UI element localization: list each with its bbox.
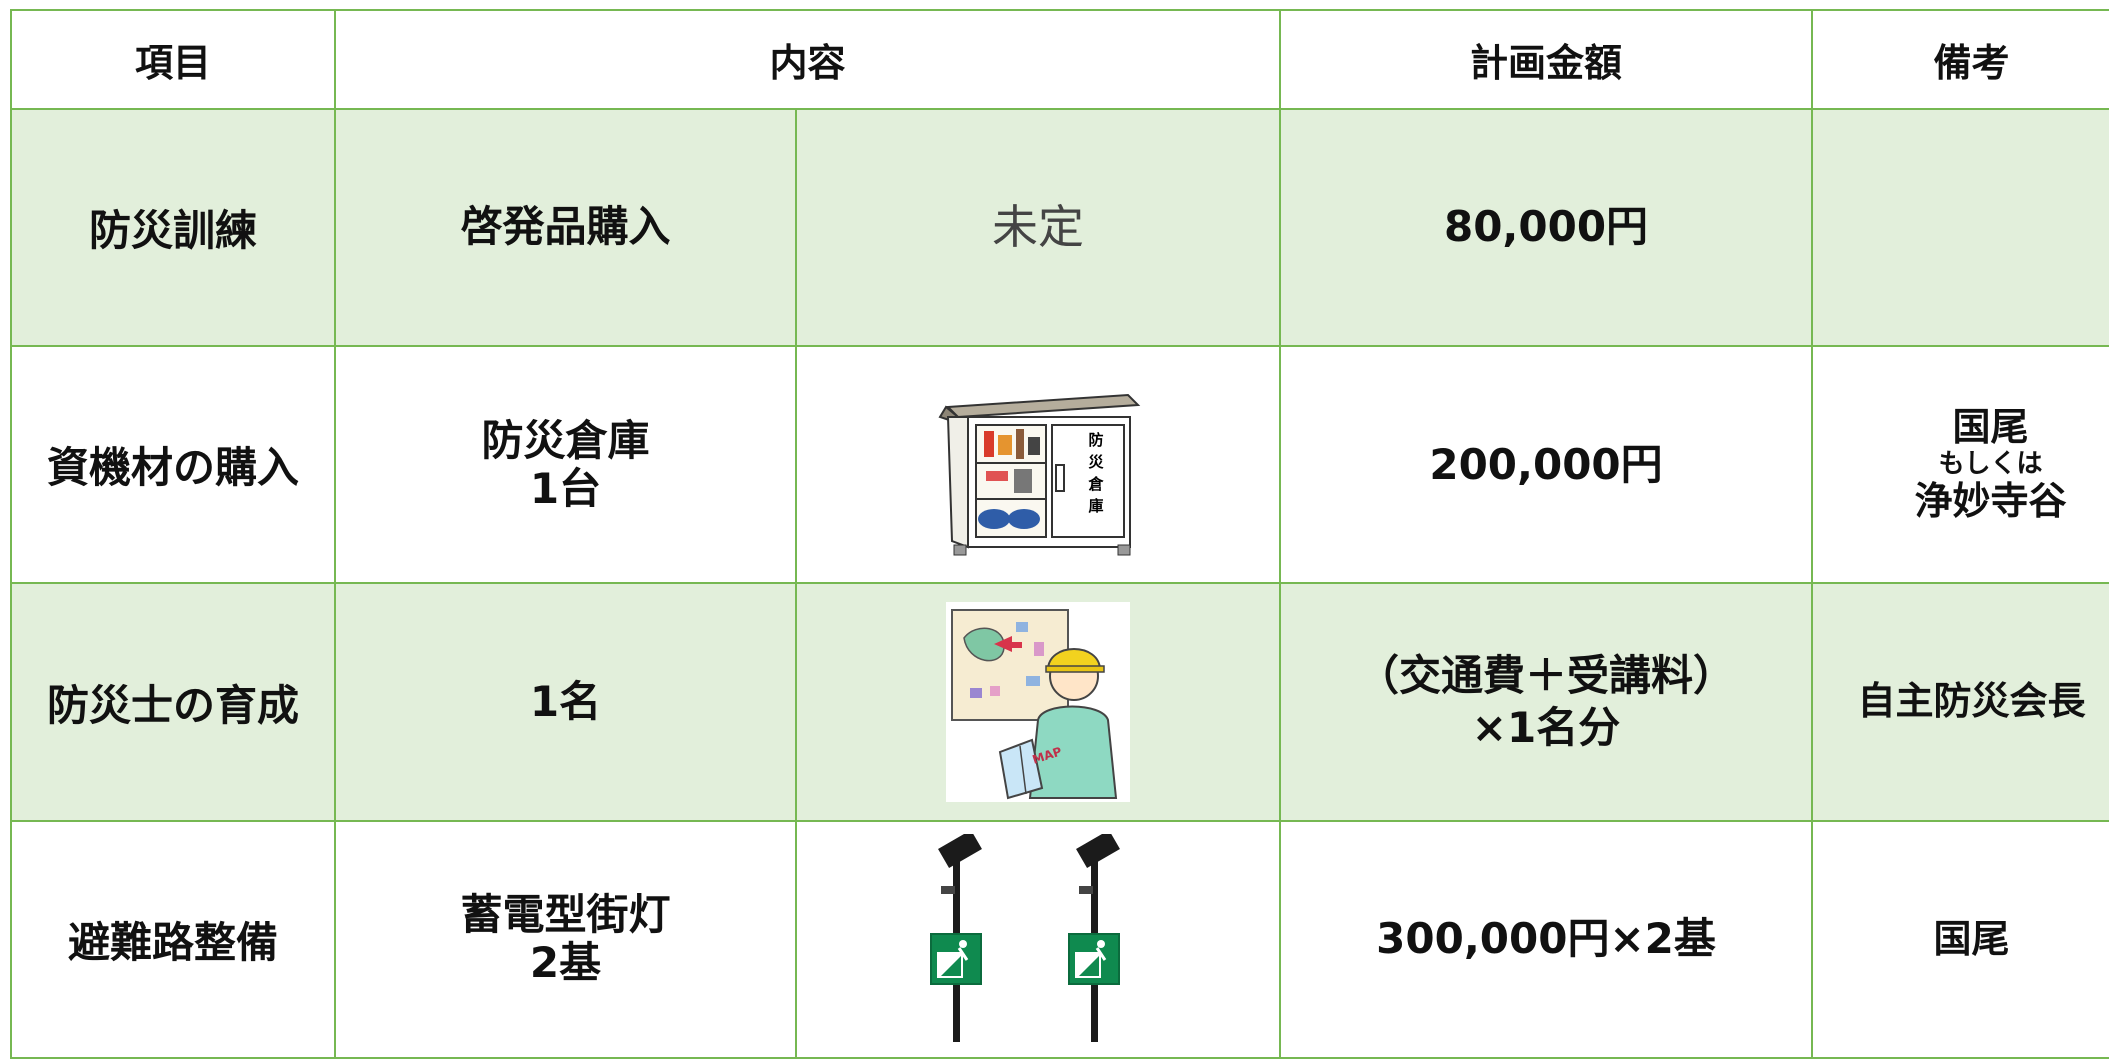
table-row: 避難路整備 蓄電型街灯 2基 — [10, 819, 2109, 1059]
street-light-2 — [1068, 834, 1120, 1043]
table-header-row: 項目 内容 計画金額 備考 — [10, 9, 2109, 110]
note-line: 国尾 — [1952, 404, 2029, 449]
row-content-cell: 防災倉庫 1台 — [334, 345, 797, 585]
header-amount: 計画金額 — [1279, 9, 1814, 110]
header-content: 内容 — [333, 9, 1282, 110]
row-item-cell: 資機材の購入 — [10, 345, 336, 585]
row-amount-cell: 300,000円×2基 — [1279, 819, 1814, 1059]
note-line: 浄妙寺谷 — [1914, 479, 2067, 524]
row-note-cell: 国尾 — [1811, 819, 2109, 1059]
content-line: 防災倉庫 — [481, 415, 650, 465]
table-row: 資機材の購入 防災倉庫 1台 — [10, 345, 2109, 585]
note-line-small: もしくは — [1938, 449, 2043, 480]
amount-line: （交通費＋受講料） — [1357, 650, 1736, 700]
street-light-1 — [930, 834, 982, 1043]
plan-table: 項目 内容 計画金額 備考 防災訓練 啓発品購入 未定 80,000円 資機材の… — [10, 9, 2109, 1059]
row-content-cell: 蓄電型街灯 2基 — [334, 819, 797, 1059]
row-content-cell: 啓発品購入 — [334, 107, 797, 348]
svg-text:災: 災 — [1088, 453, 1104, 471]
row-amount-cell: 200,000円 — [1279, 345, 1814, 585]
header-item: 項目 — [10, 9, 336, 110]
detail-text: 未定 — [992, 200, 1084, 255]
row-illustration-cell: 防 災 倉 庫 — [794, 345, 1282, 585]
row-item-cell: 防災士の育成 — [10, 582, 336, 822]
row-note-cell — [1811, 107, 2109, 348]
content-line: 2基 — [529, 938, 602, 988]
trainee-with-map-icon: MAP — [946, 602, 1130, 803]
amount-line: ×1名分 — [1471, 703, 1621, 753]
row-detail-cell: 未定 — [794, 107, 1282, 348]
solar-street-light-icon — [930, 834, 1120, 1043]
row-amount-cell: 80,000円 — [1279, 107, 1814, 348]
row-illustration-cell: MAP — [794, 582, 1282, 822]
row-note-cell: 国尾 もしくは 浄妙寺谷 — [1811, 345, 2109, 585]
row-note-cell: 自主防災会長 — [1811, 582, 2109, 822]
row-amount-cell: （交通費＋受講料） ×1名分 — [1279, 582, 1814, 822]
row-item-cell: 防災訓練 — [10, 107, 336, 348]
table-row: 防災訓練 啓発品購入 未定 80,000円 — [10, 107, 2109, 348]
header-note: 備考 — [1811, 9, 2109, 110]
row-illustration-cell — [794, 819, 1282, 1059]
row-content-cell: 1名 — [334, 582, 797, 822]
svg-text:庫: 庫 — [1088, 497, 1103, 515]
storage-shed-icon: 防 災 倉 庫 — [938, 393, 1141, 556]
content-line: 蓄電型街灯 — [460, 890, 671, 940]
table-row: 防災士の育成 1名 — [10, 582, 2109, 822]
svg-text:防: 防 — [1088, 431, 1103, 449]
content-line: 1台 — [529, 463, 602, 513]
svg-text:倉: 倉 — [1087, 475, 1104, 493]
row-item-cell: 避難路整備 — [10, 819, 336, 1059]
